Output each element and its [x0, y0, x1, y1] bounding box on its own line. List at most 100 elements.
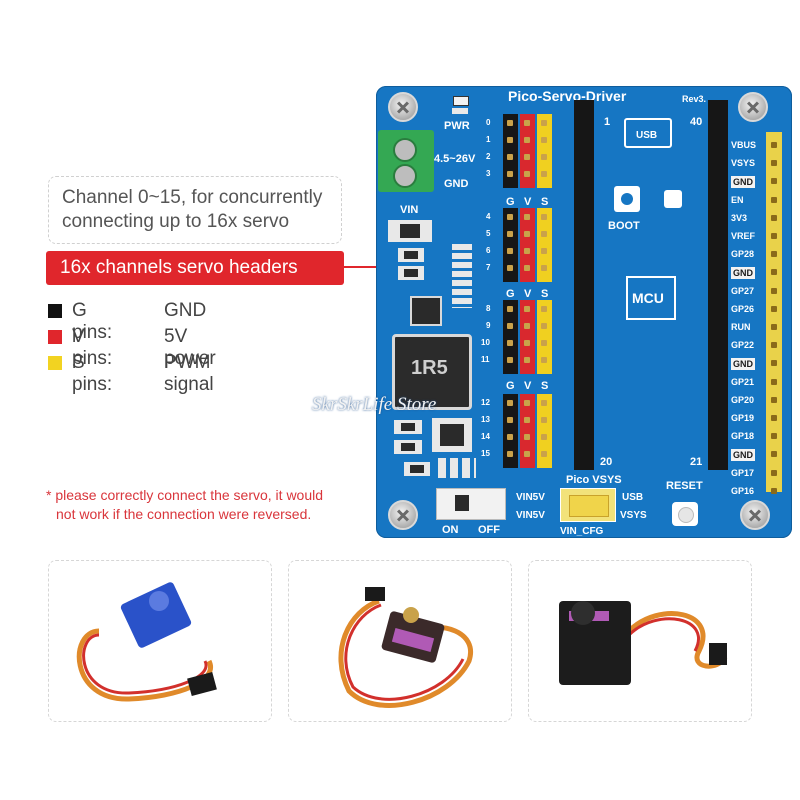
gpio-label: GND [731, 358, 755, 371]
servo-headers-banner: 16x channels servo headers [46, 251, 344, 285]
channel-number-label: 13 [481, 415, 490, 424]
inductor: 1R5 [392, 334, 472, 410]
channel-number-label: 0 [486, 118, 491, 127]
vin-label: VIN [400, 204, 419, 216]
servo-header-column[interactable] [503, 208, 518, 282]
driver-chip [410, 296, 442, 326]
gpio-pin [771, 487, 777, 494]
gpio-pin [771, 233, 777, 239]
gpio-header [766, 132, 782, 492]
servo-header-column[interactable] [503, 114, 518, 188]
header-pin [507, 357, 513, 363]
header-pin [541, 451, 547, 457]
mount-screw-icon [388, 92, 418, 122]
channel-number-label: 5 [486, 229, 491, 238]
gpio-pin [771, 396, 777, 403]
gpio-label: VREF [731, 231, 756, 241]
gpio-pin [771, 415, 777, 421]
channel-number-label: 6 [486, 246, 491, 255]
resistor-array [452, 244, 472, 308]
gpio-label: GP22 [731, 340, 755, 351]
gvs-label-g: G [506, 288, 515, 300]
terminal-screw-icon [393, 138, 417, 162]
header-pin [524, 400, 530, 406]
smd-component [394, 420, 422, 434]
terminal-screw-icon [393, 164, 417, 188]
gpio-pin [771, 378, 777, 385]
channel-number-label: 1 [486, 135, 491, 144]
gpio-label: GP27 [731, 285, 755, 296]
gpio-pin [771, 214, 777, 221]
servo-header-column[interactable] [520, 208, 535, 282]
header-pin [524, 306, 530, 312]
banner-pointer-line [344, 266, 380, 268]
channel-number-label: 3 [486, 169, 491, 178]
boot-button[interactable] [614, 186, 640, 212]
channel-info-box [48, 176, 342, 244]
pin-21-label: 21 [690, 456, 703, 468]
power-switch[interactable] [436, 488, 506, 520]
power-terminal-block [378, 130, 434, 192]
vin5v-label-top: VIN5V [516, 492, 545, 503]
gpio-pin [771, 305, 777, 312]
header-pin [524, 323, 530, 329]
gpio-pin [771, 251, 777, 258]
vin-config-jumper[interactable] [560, 488, 616, 522]
servo-header-column[interactable] [537, 394, 552, 468]
power-led-resistor [452, 108, 468, 114]
mcu-label: MCU [632, 290, 664, 306]
pwr-label: PWR [444, 120, 470, 132]
smd-component [394, 440, 422, 454]
channel-number-label: 10 [481, 338, 490, 347]
gvs-label-g: G [506, 380, 515, 392]
gpio-pin [771, 287, 777, 294]
pico-header-left [574, 100, 594, 470]
usb-outline: USB [624, 118, 672, 148]
mount-screw-icon [388, 500, 418, 530]
header-pin [507, 400, 513, 406]
gpio-label: GND [731, 176, 755, 189]
gpio-pin [771, 451, 777, 458]
servo-header-column[interactable] [537, 300, 552, 374]
gpio-label: GP18 [731, 431, 755, 442]
servo-header-column[interactable] [520, 300, 535, 374]
smd-component [398, 266, 424, 280]
reset-button[interactable] [672, 502, 698, 526]
pico-header-right [708, 100, 728, 470]
header-pin [524, 451, 530, 457]
header-pin [524, 340, 530, 346]
header-pin [507, 306, 513, 312]
servo-photo-3 [528, 560, 752, 722]
legend-label: S pins: [72, 352, 113, 395]
servo-header-column[interactable] [520, 114, 535, 188]
pin-1-label: 1 [604, 116, 611, 128]
servo-header-column[interactable] [537, 114, 552, 188]
servo-header-column[interactable] [520, 394, 535, 468]
gpio-pin [771, 178, 777, 185]
legend-swatch-red [48, 330, 62, 344]
servo-header-column[interactable] [503, 394, 518, 468]
servo-photo-1 [48, 560, 272, 722]
header-pin [507, 214, 513, 220]
terminal-gnd-label: GND [444, 178, 469, 190]
large-servo-icon [559, 601, 728, 685]
board-revision: Rev3. [682, 94, 707, 104]
channel-number-label: 8 [486, 304, 491, 313]
header-pin [507, 120, 513, 126]
legend-swatch-black [48, 304, 62, 318]
servo-photo-2 [288, 560, 512, 722]
servo-header-column[interactable] [537, 208, 552, 282]
gpio-label: VSYS [731, 158, 756, 169]
legend-value: 5V power [164, 326, 216, 369]
header-pin [524, 171, 530, 177]
header-pin [507, 417, 513, 423]
channel-number-label: 9 [486, 321, 491, 330]
header-pin [524, 231, 530, 237]
servo-header-column[interactable] [503, 300, 518, 374]
vsys-select-label: VSYS [620, 510, 647, 521]
warning-line1: * please correctly connect the servo, it… [46, 487, 324, 503]
header-pin [541, 137, 547, 143]
gpio-pin [771, 142, 777, 148]
header-pin [507, 323, 513, 329]
warning-line2: not work if the connection were reversed… [56, 506, 312, 522]
